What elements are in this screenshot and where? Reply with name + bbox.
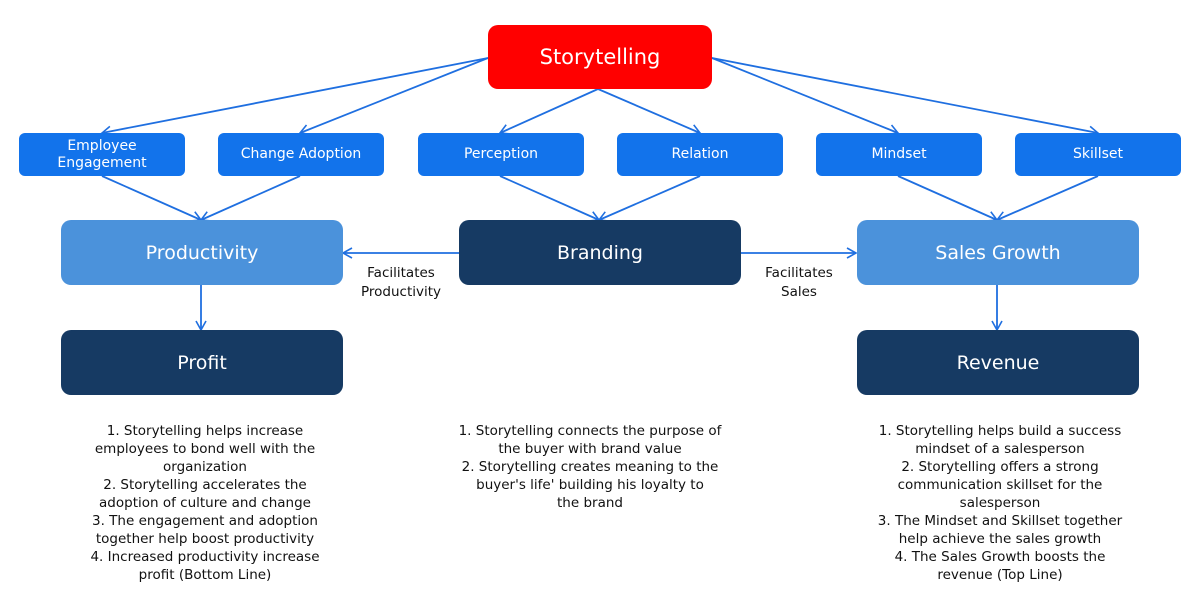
revenue-node: Revenue bbox=[857, 330, 1139, 395]
perception-label: Perception bbox=[463, 146, 539, 162]
note-line: together help boost productivity bbox=[95, 531, 315, 547]
employee-engagement-label: Employee Engagement bbox=[57, 137, 147, 171]
arrow-storytelling-to-skillset bbox=[711, 57, 1100, 137]
note-line: mindset of a salesperson bbox=[915, 441, 1085, 457]
note-line: the buyer with brand value bbox=[498, 441, 682, 457]
arrow-mindset-to-sales-growth bbox=[897, 175, 999, 222]
note-line: 1. Storytelling helps build a success bbox=[878, 423, 1122, 439]
arrow-perception-to-branding bbox=[499, 175, 601, 222]
note-line: 2. Storytelling offers a strong bbox=[901, 459, 1099, 475]
note-line: communication skillset for the bbox=[897, 477, 1103, 493]
sales-notes: 1. Storytelling helps build a success mi… bbox=[850, 422, 1150, 584]
skillset-node: Skillset bbox=[1015, 133, 1181, 176]
relation-label: Relation bbox=[671, 146, 729, 162]
note-line: adoption of culture and change bbox=[99, 495, 311, 511]
note-line: 2. Storytelling creates meaning to the bbox=[461, 459, 719, 475]
sales-growth-node: Sales Growth bbox=[857, 220, 1139, 285]
sales-growth-label: Sales Growth bbox=[935, 241, 1061, 264]
note-line: organization bbox=[163, 459, 247, 475]
productivity-label: Productivity bbox=[145, 241, 259, 264]
profit-node: Profit bbox=[61, 330, 343, 395]
mindset-label: Mindset bbox=[871, 146, 927, 162]
note-line: 1. Storytelling connects the purpose of bbox=[458, 423, 722, 439]
arrow-employee-engagement-to-productivity bbox=[101, 175, 203, 222]
note-line: 3. The engagement and adoption bbox=[92, 513, 318, 529]
note-line: profit (Bottom Line) bbox=[138, 567, 272, 583]
arrow-change-adoption-to-productivity bbox=[199, 175, 301, 222]
arrow-storytelling-to-change-adoption bbox=[298, 57, 489, 136]
arrow-storytelling-to-relation bbox=[597, 88, 702, 135]
note-line: 4. The Sales Growth boosts the bbox=[894, 549, 1106, 565]
arrow-relation-to-branding bbox=[597, 175, 701, 222]
note-line: 2. Storytelling accelerates the bbox=[103, 477, 307, 493]
edge-label-line: Sales bbox=[781, 284, 817, 300]
note-line: employees to bond well with the bbox=[94, 441, 316, 457]
note-line: 1. Storytelling helps increase bbox=[106, 423, 304, 439]
arrow-storytelling-to-mindset bbox=[711, 57, 900, 136]
relation-node: Relation bbox=[617, 133, 783, 176]
note-line: 4. Increased productivity increase bbox=[90, 549, 320, 565]
edge-label-line: Productivity bbox=[360, 284, 442, 300]
note-line: salesperson bbox=[959, 495, 1041, 511]
note-line: help achieve the sales growth bbox=[898, 531, 1102, 547]
revenue-label: Revenue bbox=[956, 351, 1040, 374]
branding-node: Branding bbox=[459, 220, 741, 285]
note-line: revenue (Top Line) bbox=[937, 567, 1063, 583]
edge-label-line: Facilitates bbox=[765, 265, 833, 281]
branding-label: Branding bbox=[557, 241, 643, 264]
facilitates-sales-label: Facilitates Sales bbox=[748, 264, 850, 302]
arrow-storytelling-to-employee-engagement bbox=[100, 57, 489, 137]
change-adoption-label: Change Adoption bbox=[240, 146, 362, 162]
storytelling-label: Storytelling bbox=[539, 45, 661, 69]
note-line: 3. The Mindset and Skillset together bbox=[877, 513, 1123, 529]
branding-notes: 1. Storytelling connects the purpose of … bbox=[430, 422, 750, 512]
arrow-storytelling-to-perception bbox=[498, 88, 599, 135]
productivity-node: Productivity bbox=[61, 220, 343, 285]
change-adoption-node: Change Adoption bbox=[218, 133, 384, 176]
note-line: the brand bbox=[557, 495, 623, 511]
note-line: buyer's life' building his loyalty to bbox=[476, 477, 704, 493]
edge-label-line: Facilitates bbox=[367, 265, 435, 281]
productivity-notes: 1. Storytelling helps increase employees… bbox=[60, 422, 350, 584]
storytelling-node: Storytelling bbox=[488, 25, 712, 89]
facilitates-productivity-label: Facilitates Productivity bbox=[350, 264, 452, 302]
employee-engagement-node: Employee Engagement bbox=[19, 133, 185, 176]
arrow-skillset-to-sales-growth bbox=[995, 175, 1099, 222]
mindset-node: Mindset bbox=[816, 133, 982, 176]
skillset-label: Skillset bbox=[1072, 146, 1124, 162]
perception-node: Perception bbox=[418, 133, 584, 176]
profit-label: Profit bbox=[177, 351, 227, 374]
